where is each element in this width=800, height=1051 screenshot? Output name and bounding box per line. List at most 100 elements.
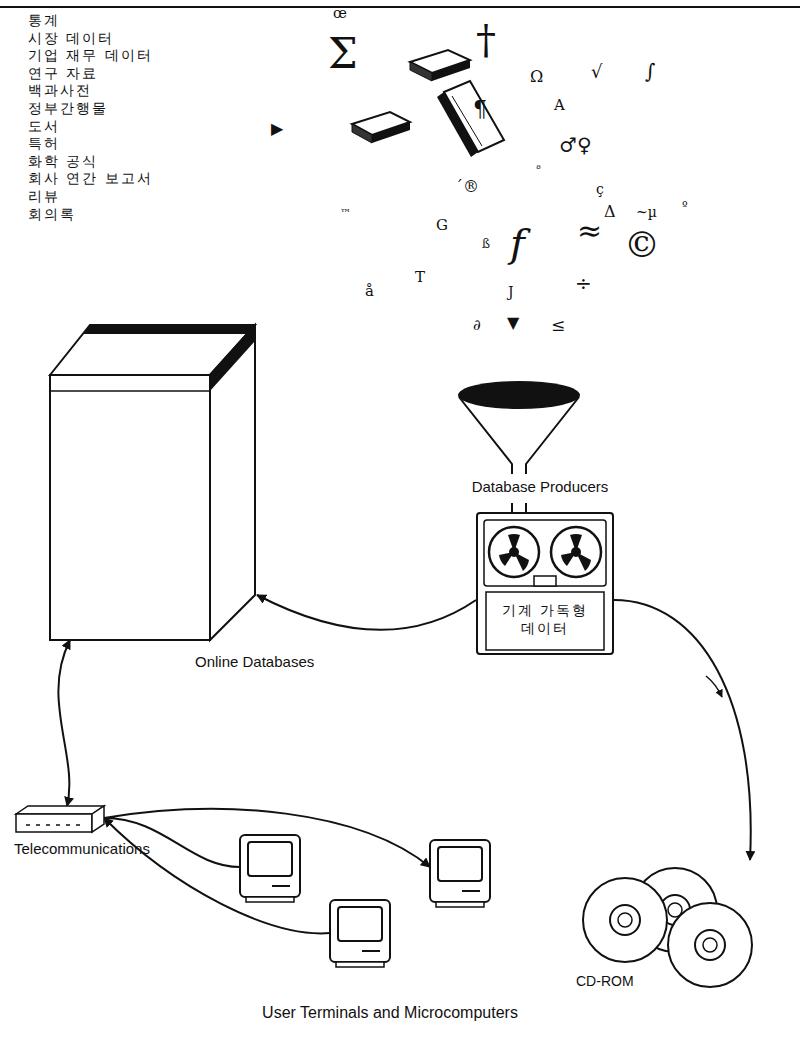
- symbol-glyph: ß: [482, 238, 490, 252]
- symbol-glyph-holder: G: [436, 216, 448, 234]
- symbol-glyph: ç: [596, 181, 604, 197]
- category-item: 회의록: [28, 206, 76, 222]
- line-art: [372, 122, 410, 143]
- line-art: [486, 592, 604, 650]
- line-art: [570, 534, 582, 552]
- symbol-glyph-holder: ~µ: [636, 203, 657, 221]
- line-art: [561, 552, 576, 566]
- flow-connector: [257, 595, 476, 630]
- node-label: CD-ROM: [576, 973, 634, 991]
- category-item: 화학 공식: [28, 153, 98, 169]
- book-icon: [410, 50, 470, 81]
- symbol-glyph-holder: f: [510, 220, 525, 266]
- category-item: 시장 데이터: [28, 30, 114, 46]
- symbol-glyph-holder: œ: [333, 4, 347, 22]
- mainframe-node: Online Databases: [45, 295, 350, 680]
- line-art: [338, 907, 382, 941]
- line-art: [83, 325, 255, 334]
- line-art: [330, 900, 390, 962]
- line-art: [583, 878, 667, 962]
- symbol-glyph-holder: ≈: [577, 214, 602, 249]
- line-art: [703, 938, 717, 952]
- symbol-glyph-holder: ∫: [645, 60, 655, 83]
- symbol-glyph-holder: ÷: [575, 272, 592, 295]
- symbol-glyph: ▶: [271, 120, 283, 138]
- symbol-glyph-holder: Δ: [604, 203, 616, 221]
- line-art: [272, 885, 290, 887]
- line-art: [432, 60, 470, 81]
- line-art: [484, 520, 606, 586]
- flow-arrow: [706, 676, 722, 697]
- line-art: [458, 381, 580, 409]
- line-art: [336, 962, 384, 967]
- book-icon: [352, 112, 410, 143]
- symbol-glyph: J: [508, 284, 514, 300]
- category-item-holder: 기업 재무 데이터: [28, 46, 153, 64]
- category-item-holder: 회의록: [28, 205, 76, 223]
- symbol-glyph-holder: †: [476, 16, 496, 62]
- symbol-glyph: ▼: [507, 314, 519, 332]
- symbol-glyph-holder: å: [365, 282, 374, 300]
- line-art: [410, 62, 432, 81]
- line-art: [437, 92, 478, 157]
- line-art: [50, 375, 210, 640]
- modem-node: Telecommunications: [12, 800, 172, 862]
- symbol-glyph-holder: √: [591, 62, 602, 83]
- line-art: [514, 552, 529, 571]
- node-label: User Terminals and Microcomputers: [262, 1003, 518, 1023]
- category-item-holder: 연구 자료: [28, 64, 98, 82]
- line-art: [618, 913, 632, 927]
- symbol-glyph: ™: [340, 208, 351, 221]
- symbol-glyph-holder: º: [682, 196, 688, 214]
- line-art: [695, 930, 725, 960]
- symbol-glyph: A: [554, 97, 565, 114]
- line-art: [246, 897, 294, 902]
- line-art: [210, 325, 255, 640]
- category-item: 도서: [28, 118, 60, 134]
- line-art: [92, 806, 104, 832]
- symbol-glyph-holder: T: [415, 268, 425, 286]
- symbol-glyph: ≤: [551, 316, 565, 336]
- cd-rom-node: CD-ROM: [570, 860, 760, 1000]
- symbol-glyph: Δ: [604, 203, 616, 221]
- symbol-glyph: T: [415, 269, 425, 286]
- node-label: Telecommunications: [14, 840, 150, 859]
- symbol-glyph: œ: [333, 5, 347, 21]
- symbol-glyph-holder: ▶: [271, 120, 283, 138]
- symbol-glyph-holder: ∂: [473, 316, 481, 334]
- symbol-glyph-holder: ♂♀: [559, 134, 592, 157]
- line-art: [50, 390, 210, 392]
- line-art: [668, 903, 752, 987]
- line-art: [16, 814, 92, 832]
- symbol-glyph-holder: ▼: [507, 314, 519, 332]
- symbol-glyph: ´®: [455, 178, 479, 196]
- book-icon: [437, 81, 504, 157]
- symbol-glyph: ∂: [473, 317, 481, 334]
- symbol-glyph: G: [436, 217, 448, 234]
- symbol-glyph-holder: ß: [482, 234, 490, 252]
- symbol-glyph-holder: A: [554, 96, 565, 114]
- category-item-holder: 통계: [28, 11, 60, 29]
- category-item: 리뷰: [28, 188, 60, 204]
- symbol-glyph: Σ: [328, 30, 358, 78]
- symbol-glyph-holder: J: [508, 283, 514, 301]
- line-art: [438, 847, 482, 881]
- line-art: [508, 534, 520, 552]
- funnel-node: Database Producers: [440, 378, 640, 503]
- line-art: [210, 325, 255, 391]
- symbol-glyph: º: [682, 200, 688, 214]
- flow-connector: [614, 600, 751, 860]
- line-art: [26, 824, 80, 826]
- symbol-glyph-holder: Ω: [530, 68, 543, 86]
- line-art: [16, 806, 104, 814]
- category-item-holder: 화학 공식: [28, 152, 98, 170]
- line-art: [499, 552, 514, 566]
- category-item-holder: 백과사전: [28, 81, 92, 99]
- category-item-holder: 도서: [28, 117, 60, 135]
- line-art: [477, 513, 613, 654]
- category-item: 연구 자료: [28, 65, 98, 81]
- symbol-glyph: ª: [536, 163, 541, 175]
- line-art: [352, 124, 372, 143]
